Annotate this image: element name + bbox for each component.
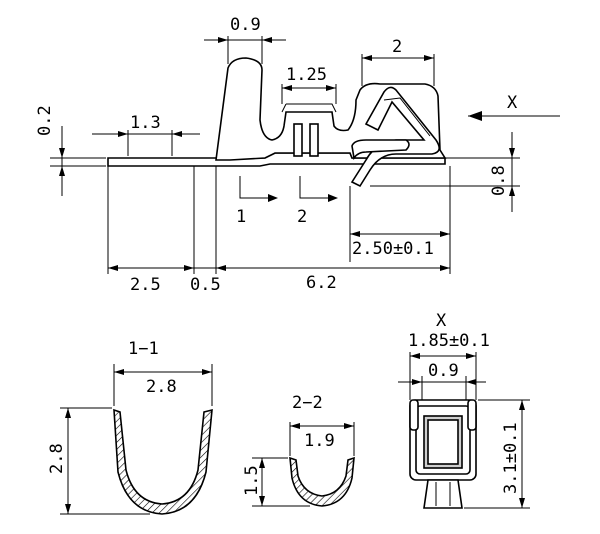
section-2-2-title: 2−2	[292, 393, 323, 413]
dim-slot: 1.25	[286, 65, 327, 85]
dim-gap: 0.5	[190, 275, 221, 295]
dim-clip: 2	[392, 37, 402, 57]
view-x-label: X	[507, 93, 518, 113]
lower-hook	[351, 139, 410, 161]
view-x-title: X	[436, 311, 447, 331]
clip-inner-line	[383, 97, 431, 137]
dim-thickness: 0.2	[35, 105, 55, 136]
dim-base-left: 2.5	[130, 275, 161, 295]
section-1-1: 1−1 2.8 2.8	[47, 339, 213, 515]
section-1-1-height: 2.8	[47, 443, 67, 474]
section-1-1-width: 2.8	[146, 377, 177, 397]
vertical-post	[215, 57, 447, 161]
section-1-label: 1	[236, 207, 246, 227]
dim-top-width: 0.9	[230, 15, 261, 35]
dim-total: 6.2	[306, 273, 337, 293]
section-2-label: 2	[297, 207, 307, 227]
slot-outline	[281, 103, 337, 113]
dim-height-right: 0.8	[489, 165, 509, 196]
dim-tip: 2.50±0.1	[352, 239, 434, 259]
side-view: 1 2 X 0.9 1.25 2 0.2	[35, 15, 560, 295]
view-x-left-lip	[409, 399, 419, 431]
section-1-marker	[239, 176, 268, 199]
section-1-1-profile	[113, 408, 213, 515]
view-x-right-lip	[467, 399, 477, 431]
view-x-inner-width: 0.9	[428, 361, 459, 381]
section-2-2-profile	[289, 456, 355, 507]
section-2-2: 2−2 1.9 1.5	[242, 393, 355, 507]
pin-left	[293, 123, 303, 157]
pin-right	[309, 123, 319, 157]
view-x: X 1.85±0.1 0.9 3.1±0.1	[398, 311, 530, 509]
view-x-height: 3.1±0.1	[501, 422, 521, 494]
section-2-2-height: 1.5	[242, 465, 262, 496]
section-2-marker	[299, 176, 328, 199]
view-x-inner-window	[427, 419, 459, 465]
section-1-1-title: 1−1	[128, 339, 159, 359]
dim-tab: 1.3	[130, 113, 161, 133]
section-2-2-width: 1.9	[304, 431, 335, 451]
view-x-tail	[423, 479, 463, 509]
view-x-outer-width: 1.85±0.1	[408, 331, 490, 351]
